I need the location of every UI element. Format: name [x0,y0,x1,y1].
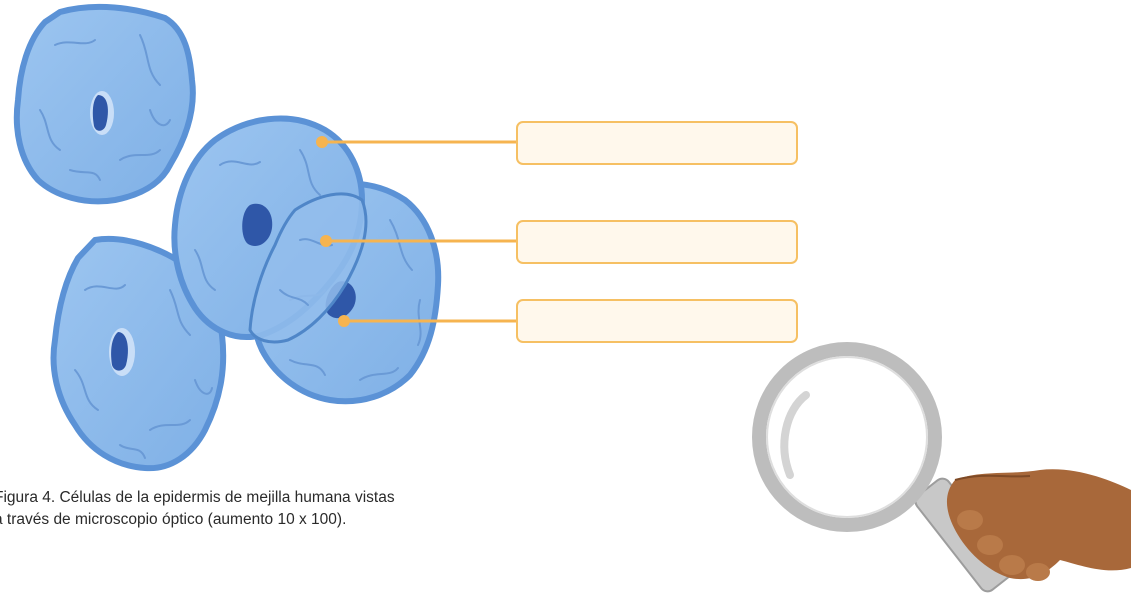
pointer-dot-nucleus [338,315,350,327]
label-box-membrane[interactable] [516,121,798,165]
label-box-nucleus[interactable] [516,299,798,343]
figure-caption: Figura 4. Células de la epidermis de mej… [0,487,540,531]
pointer-dot-cytoplasm [320,235,332,247]
cell-bottom-left [50,236,227,472]
caption-line-2: a través de microscopio óptico (aumento … [0,511,347,528]
label-box-cytoplasm[interactable] [516,220,798,264]
label-input-nucleus[interactable] [518,301,796,341]
hand-icon [946,469,1131,581]
label-input-membrane[interactable] [518,123,796,163]
caption-line-1: Figura 4. Células de la epidermis de mej… [0,489,395,506]
label-input-cytoplasm[interactable] [518,222,796,262]
pointer-dot-membrane [316,136,328,148]
pointer-lines [316,136,516,327]
cell-top-left [13,3,196,205]
